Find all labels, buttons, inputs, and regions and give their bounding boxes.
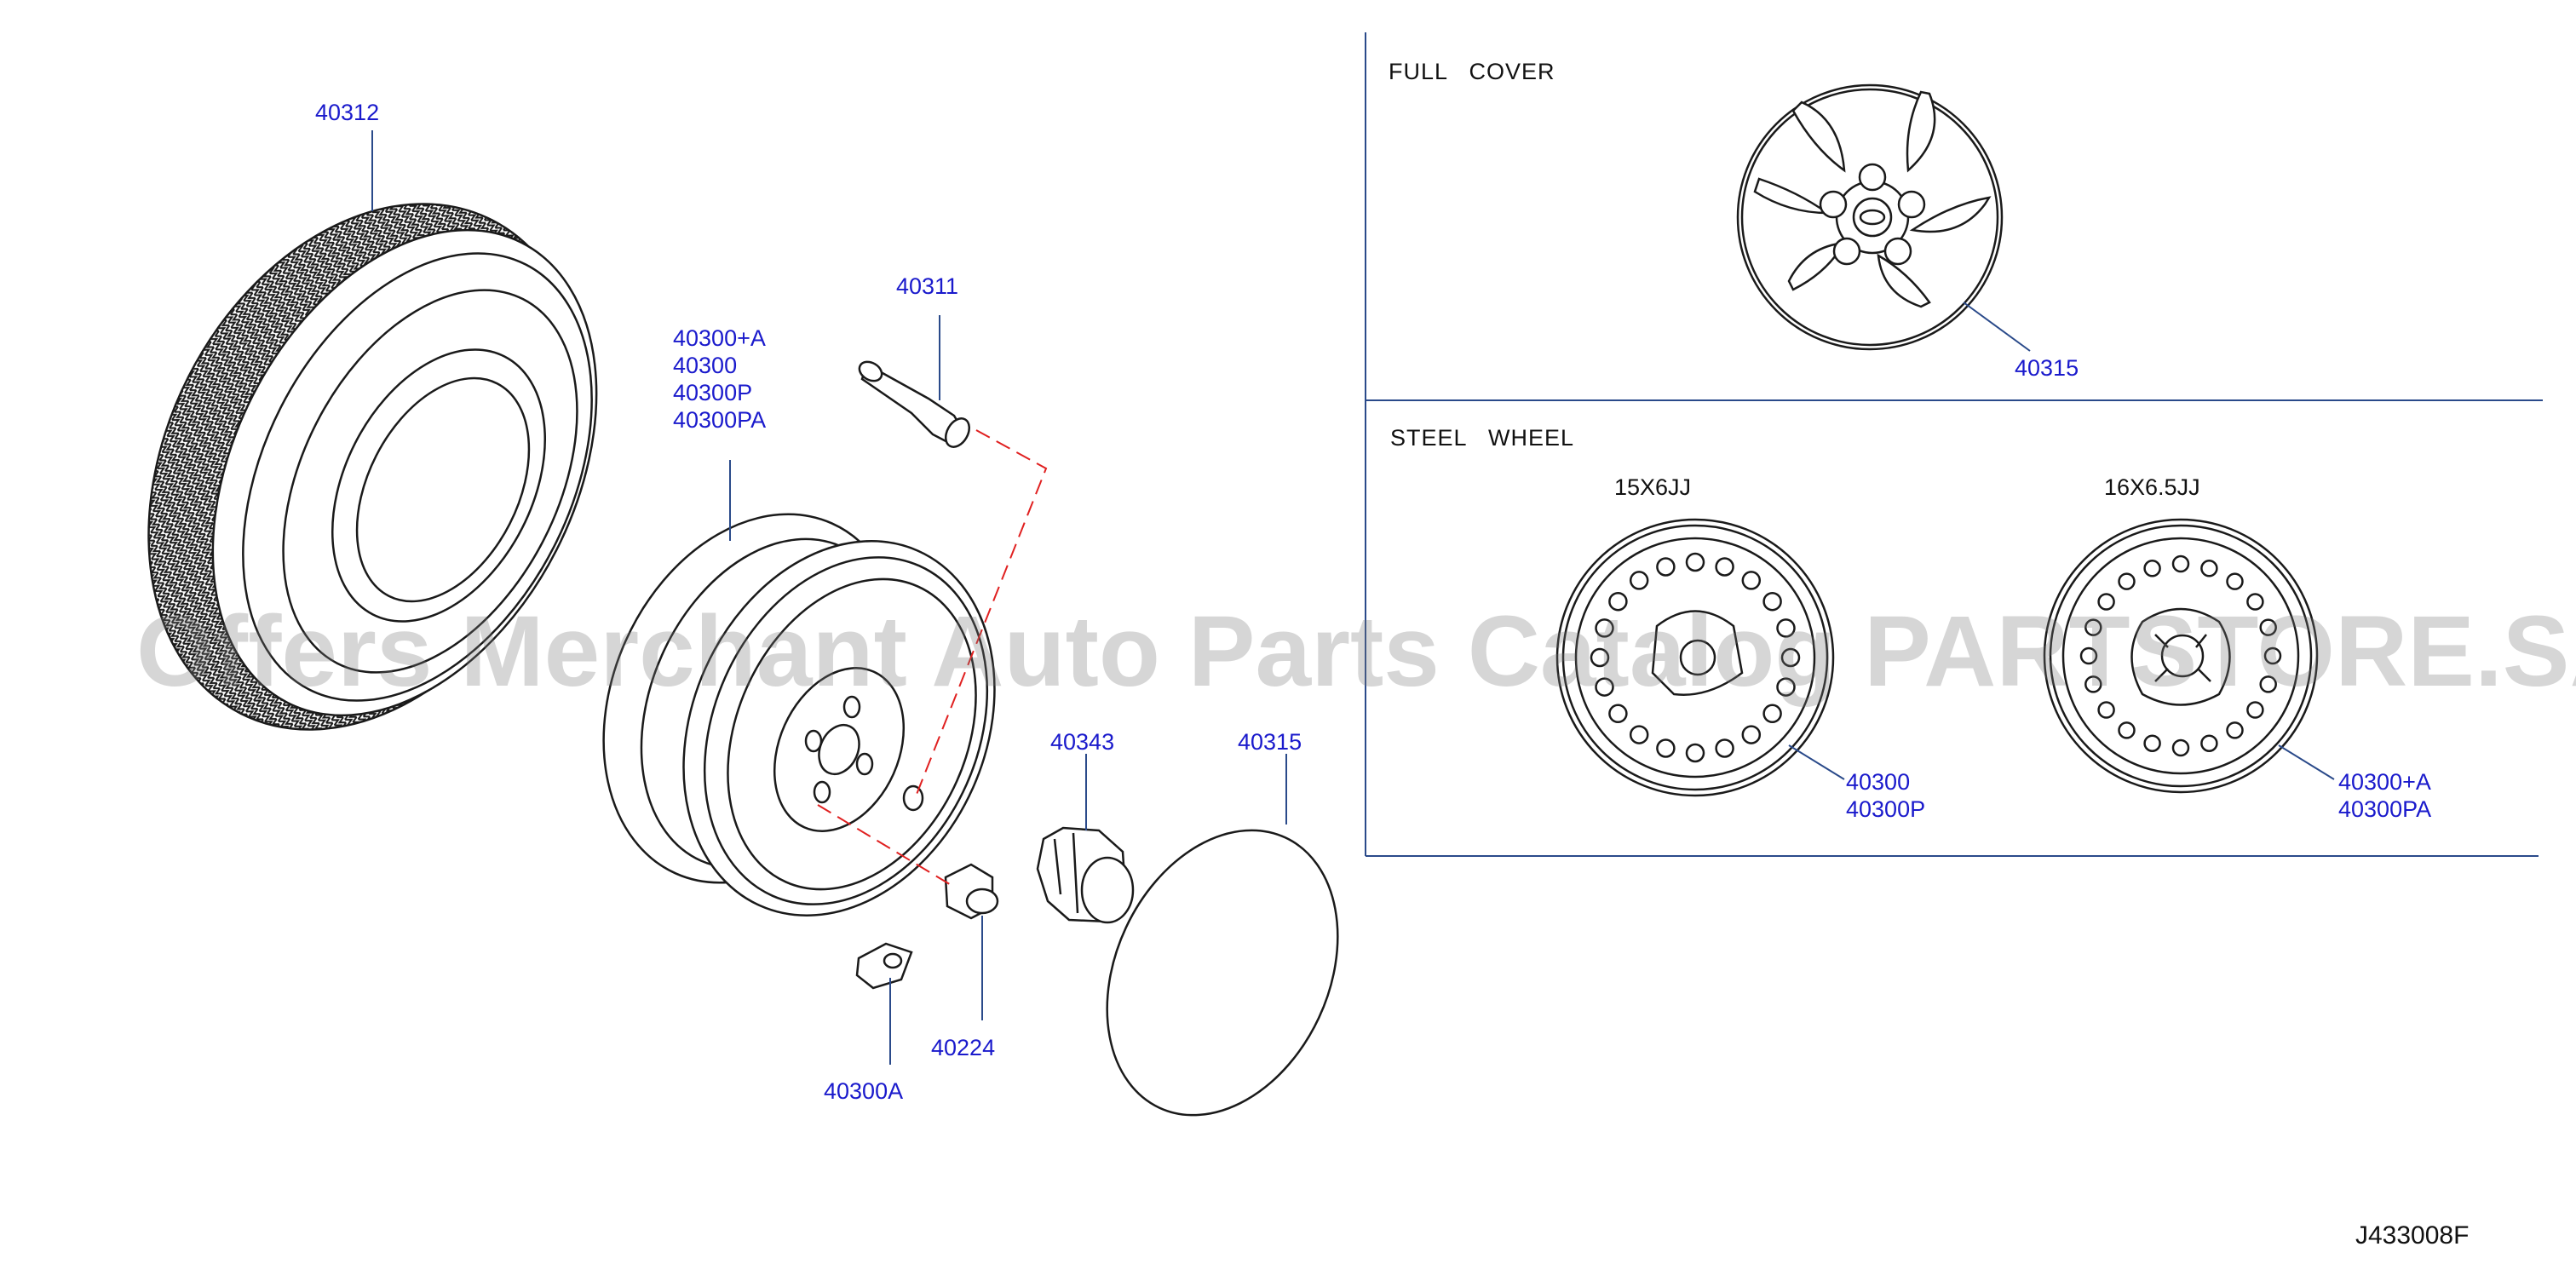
part-label-weight[interactable]: 40300A (824, 1078, 904, 1104)
vent-hole (2143, 560, 2161, 577)
size-label-16: 16X6.5JJ (2104, 474, 2200, 500)
part-label-steel-15-1: 40300 (1846, 769, 1911, 795)
part-label-nut[interactable]: 40224 (931, 1035, 996, 1060)
part-label-cover-disc[interactable]: 40315 (1238, 729, 1302, 755)
tire-illustration (147, 203, 598, 731)
vent-hole (1629, 571, 1649, 590)
vent-hole (1741, 571, 1762, 590)
vent-hole (1780, 647, 1801, 668)
section-title-full-cover: FULL COVER (1389, 59, 1555, 84)
vent-hole (1715, 738, 1734, 758)
vent-hole (2226, 721, 2244, 739)
vent-hole (1656, 738, 1676, 758)
steel-wheel-15-holes (1590, 552, 1801, 763)
vent-hole (1608, 704, 1628, 724)
center-cap-illustration (1036, 826, 1135, 924)
vent-hole (1595, 618, 1614, 638)
part-label-steel-16-group[interactable]: 40300+A 40300PA (2338, 768, 2431, 823)
valve-illustration (858, 360, 970, 448)
vent-hole (1762, 704, 1782, 724)
vent-hole (2118, 721, 2136, 739)
part-label-wheel-4: 40300PA (673, 407, 767, 433)
vent-hole (1629, 725, 1649, 744)
part-label-wheel-1: 40300+A (673, 325, 766, 351)
vent-hole (2097, 701, 2115, 719)
part-label-full-cover[interactable]: 40315 (2015, 355, 2079, 381)
vent-hole (1715, 557, 1734, 577)
vent-hole (2097, 593, 2115, 611)
part-label-tire[interactable]: 40312 (315, 100, 380, 125)
diagram-code: J433008F (2355, 1221, 2470, 1250)
vent-hole (1608, 591, 1628, 612)
vent-hole (2200, 560, 2218, 577)
weight-illustration (855, 942, 913, 990)
vent-hole (1685, 743, 1705, 763)
assembly-dash-valve (915, 429, 1048, 797)
vent-hole (2246, 701, 2264, 719)
steel-wheel-16-illustration (2043, 518, 2319, 794)
vent-hole (2079, 646, 2098, 665)
part-label-valve[interactable]: 40311 (896, 273, 959, 299)
full-cover-illustration (1736, 83, 2004, 351)
part-label-steel-16-1: 40300+A (2338, 769, 2431, 795)
vent-hole (1590, 647, 1610, 668)
vent-hole (1762, 591, 1782, 612)
vent-hole (1656, 557, 1676, 577)
vent-hole (1741, 725, 1762, 744)
wheel-illustration (602, 513, 996, 916)
watermark-text: Offers Merchant Auto Parts Catalog PARTS… (136, 595, 2576, 708)
part-label-steel-15-2: 40300P (1846, 796, 1926, 822)
leader-full-cover (1963, 302, 2031, 352)
vent-hole (1776, 618, 1796, 638)
leader-steel-16 (2278, 744, 2335, 780)
vent-hole (2084, 618, 2102, 636)
vent-hole (2259, 675, 2277, 693)
vent-hole (2200, 734, 2218, 752)
vent-hole (2226, 572, 2244, 590)
section-title-steel-wheel: STEEL WHEEL (1390, 425, 1575, 451)
vent-hole (1595, 677, 1614, 697)
part-label-steel-16-2: 40300PA (2338, 796, 2432, 822)
assembly-dash-nut (817, 804, 953, 887)
leader-steel-15 (1788, 744, 1845, 780)
vent-hole (2143, 734, 2161, 752)
part-label-wheel-group[interactable]: 40300+A 40300 40300P 40300PA (673, 325, 766, 434)
part-label-wheel-2: 40300 (673, 353, 738, 378)
vent-hole (2246, 593, 2264, 611)
vent-hole (1776, 677, 1796, 697)
steel-wheel-16-holes (2079, 554, 2282, 757)
vent-hole (2259, 618, 2277, 636)
vent-hole (2171, 554, 2190, 573)
steel-wheel-15-illustration (1555, 518, 1835, 797)
vent-hole (1685, 552, 1705, 572)
vent-hole (2118, 572, 2136, 590)
size-label-15: 15X6JJ (1614, 474, 1692, 500)
section-frame (1365, 32, 2543, 857)
cover-disc-illustration (1106, 829, 1339, 1117)
nut-illustration (944, 863, 999, 920)
part-label-steel-15-group[interactable]: 40300 40300P (1846, 768, 1925, 823)
vent-hole (2263, 646, 2282, 665)
part-label-wheel-3: 40300P (673, 380, 753, 405)
vent-hole (2171, 738, 2190, 757)
part-label-center-cap[interactable]: 40343 (1050, 729, 1115, 755)
vent-hole (2084, 675, 2102, 693)
